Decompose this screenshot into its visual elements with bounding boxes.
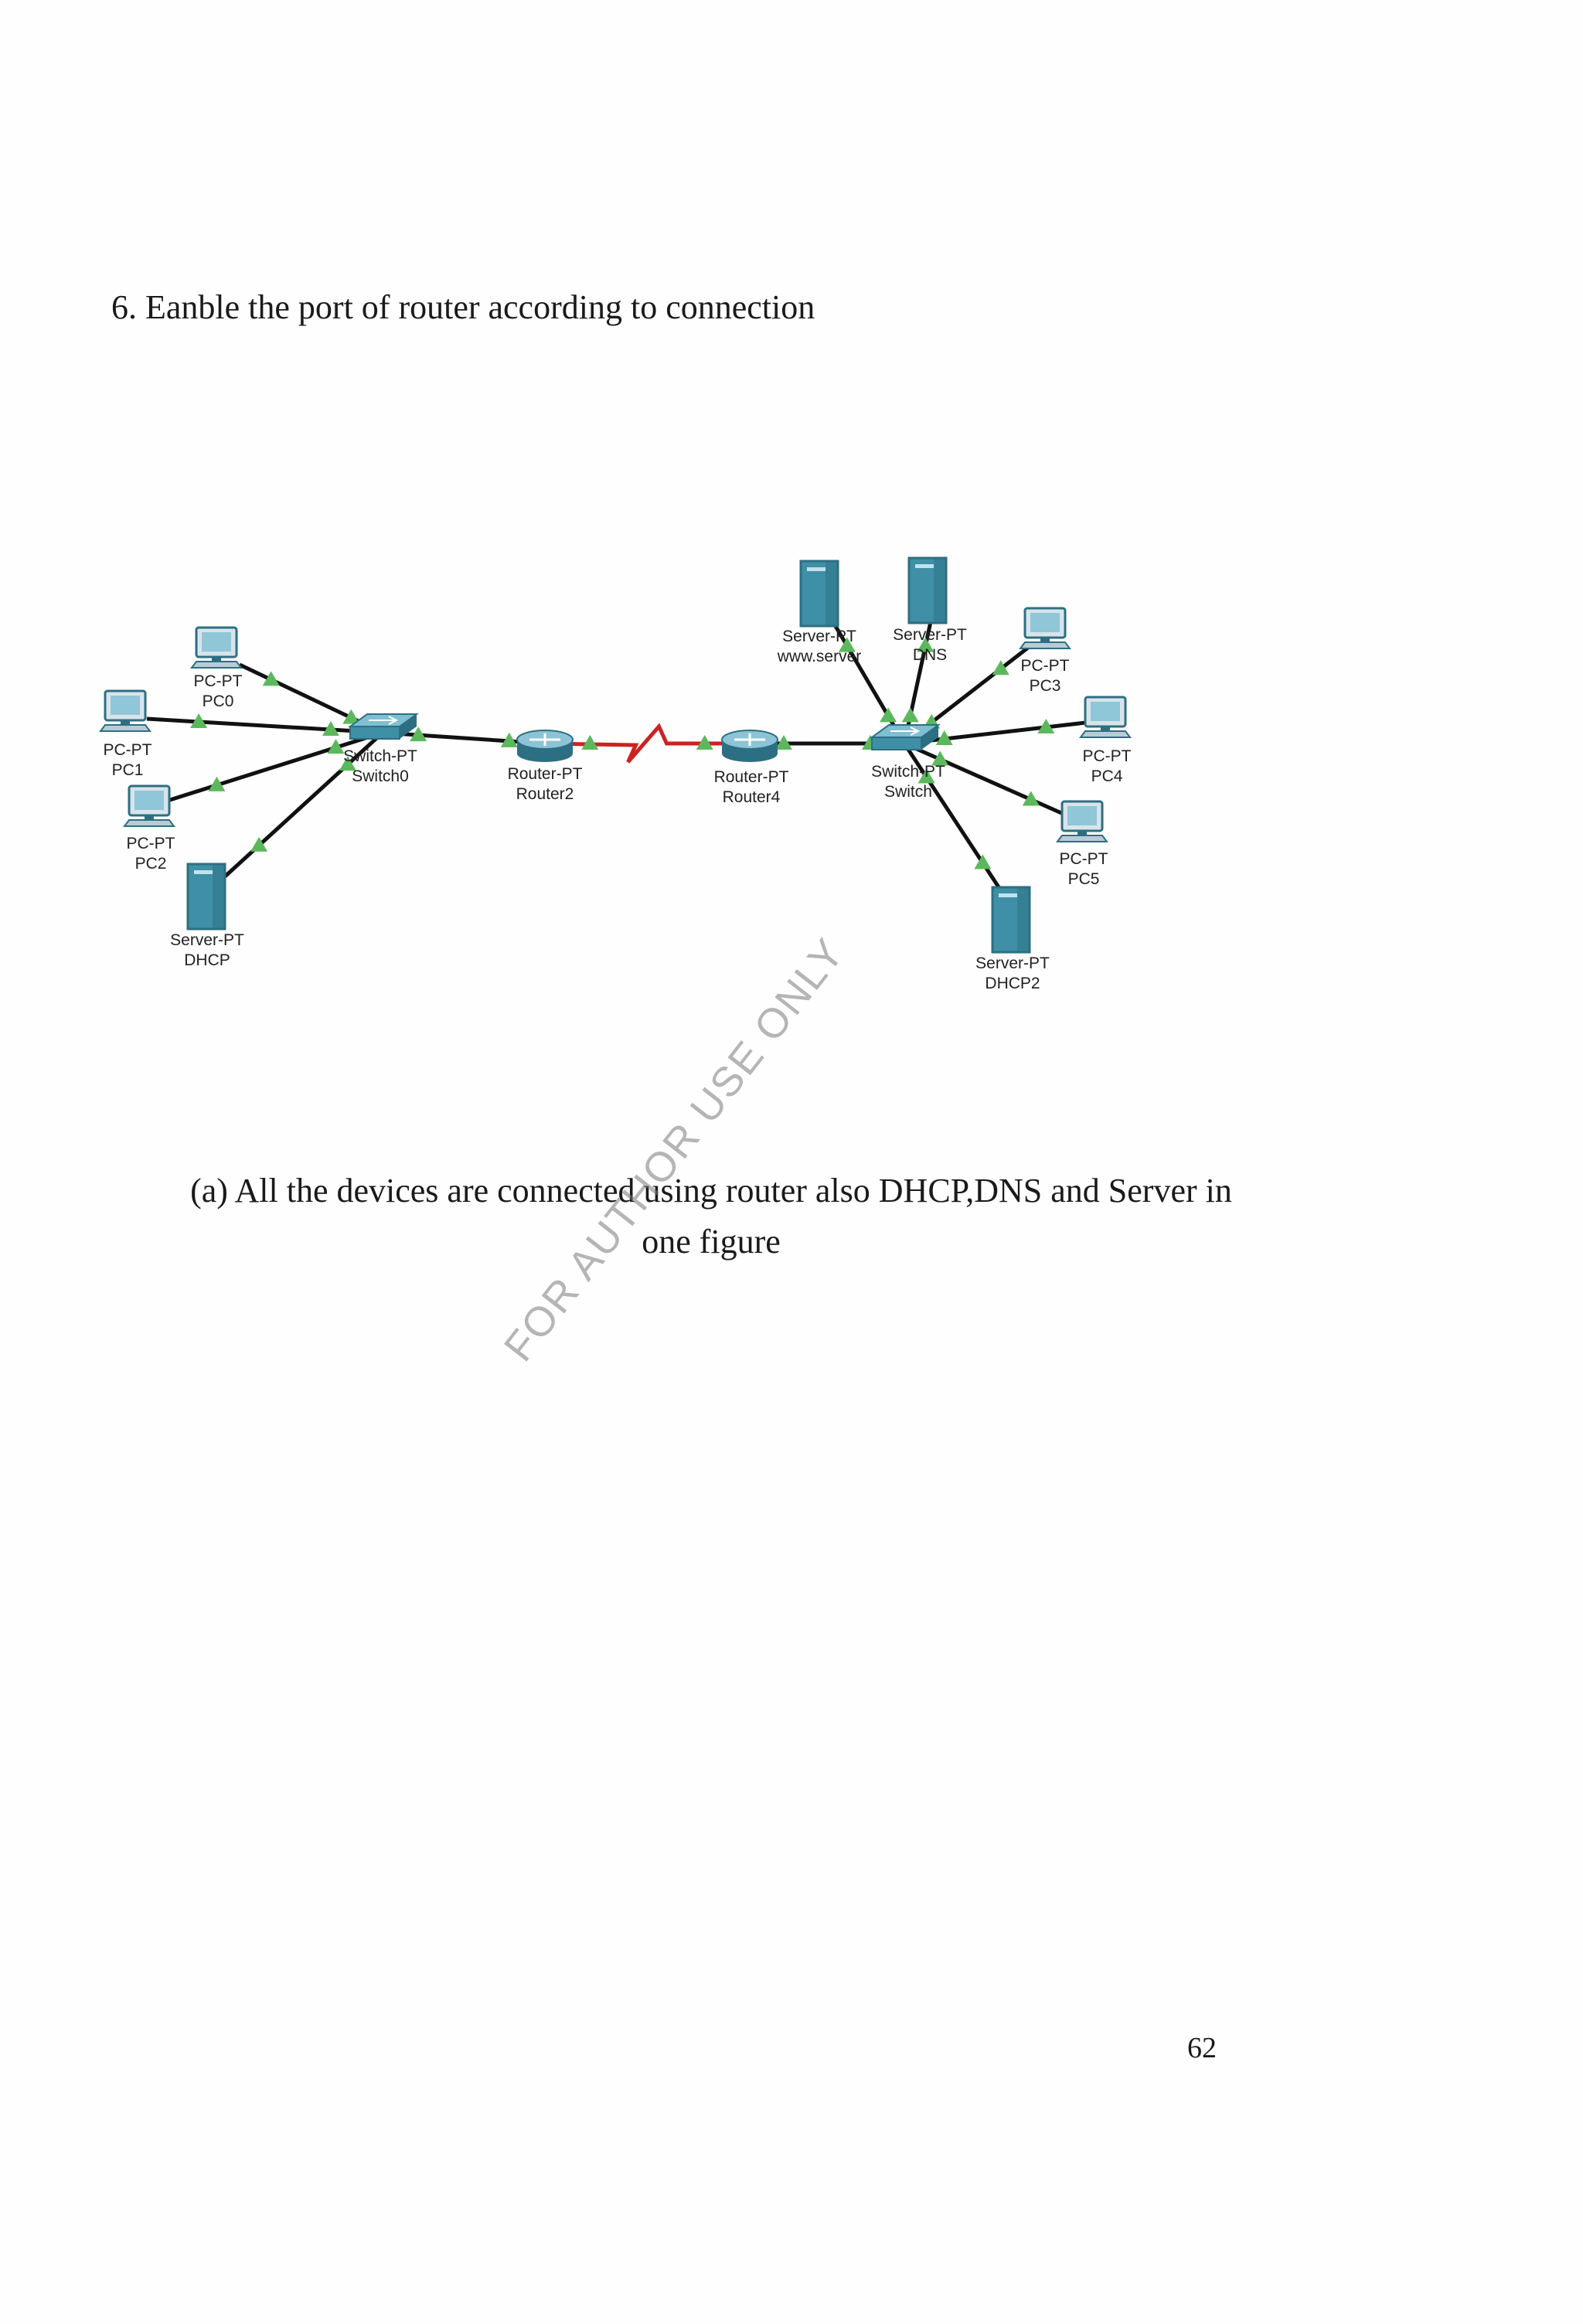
device-router2-name-label: Router2 [516,785,574,803]
device-pc2-name-label: PC2 [135,855,167,873]
page-number: 62 [1187,2032,1217,2064]
device-switch-name-label: Switch [884,783,932,801]
link-pc0-switch0-port-a [262,671,280,686]
link-dhcp2-switch [902,742,1007,898]
link-pc2-switch0-port-b [327,739,345,754]
device-switch0-model-label: Switch-PT [343,747,417,765]
link-pc3-switch-port-a [992,660,1009,675]
link-pc5-switch-port-a [1022,791,1040,806]
link-pc1-switch0-port-a [190,713,208,728]
link-pc1-switch0-port-b [322,721,339,737]
device-switch-model-label: Switch-PT [871,763,945,781]
device-pc0-model-label: PC-PT [194,672,243,690]
link-pc4-switch-port-b [935,730,953,746]
ports-layer [190,637,1055,869]
device-dhcp2-name-label: DHCP2 [985,975,1040,992]
device-dns-name-label: DNS [913,646,947,664]
device-router2: Router-PT Router2 [508,730,583,803]
device-switch0-name-label: Switch0 [352,767,409,785]
link-pc0-switch0-port-b [342,709,360,724]
router-icon [516,730,574,762]
device-dhcp: Server-PT DHCP [170,863,244,969]
server-icon [907,556,948,624]
device-pc5-model-label: PC-PT [1060,850,1108,868]
link-pc5-switch [903,741,1068,818]
server-icon [991,886,1031,954]
device-pc5-name-label: PC5 [1068,870,1100,888]
link-dhcp2-switch-port-b [917,768,935,784]
link-pc2-switch0-port-a [208,776,226,791]
switch-icon [869,724,941,750]
device-pc4-name-label: PC4 [1091,767,1123,785]
device-pc0: PC-PT PC0 [190,626,243,710]
device-switch: Switch-PT Switch [869,724,945,801]
router-icon [721,730,778,762]
link-dns-switch-port-a [917,637,934,652]
link-pc2-switch0 [169,730,383,802]
link-www-switch-port-b [880,707,897,723]
device-pc1-model-label: PC-PT [104,741,152,759]
figure-caption: (a) All the devices are connected using … [124,1165,1299,1267]
device-router2-model-label: Router-PT [508,765,583,783]
device-www-name-label: www.server [777,648,862,665]
link-dhcp-switch0-port-b [339,756,356,771]
device-pc3-model-label: PC-PT [1021,657,1070,675]
link-pc4-switch-port-a [1037,718,1055,733]
device-www-model-label: Server-PT [782,628,856,645]
link-dns-switch-port-b [901,707,919,723]
link-pc5-switch-port-b [931,750,949,766]
link-dhcp-switch0 [223,731,384,879]
device-dhcp-model-label: Server-PT [170,931,244,949]
device-router4: Router-PT Router4 [714,730,789,806]
link-pc1-switch0 [146,716,383,735]
section-heading: 6. Eanble the port of router according t… [111,288,815,326]
device-router4-model-label: Router-PT [714,768,789,786]
device-pc2: PC-PT PC2 [123,784,175,873]
link-switch0-router2-port-b [500,732,518,747]
device-pc4: PC-PT PC4 [1079,696,1132,785]
pc-icon [123,784,175,827]
pc-icon [99,689,151,732]
link-dhcp-switch0-port-a [250,836,268,852]
device-dhcp-name-label: DHCP [184,951,230,969]
device-switch0: Switch-PT Switch0 [343,713,420,785]
device-pc3-name-label: PC3 [1030,677,1061,695]
link-dhcp2-switch-port-a [974,854,992,869]
pc-icon [1019,607,1071,649]
device-pc0-name-label: PC0 [203,692,234,710]
pc-icon [190,626,243,669]
device-dhcp2: Server-PT DHCP2 [975,886,1050,992]
switch-icon [347,713,420,740]
link-www-switch-port-a [838,637,856,652]
device-router4-name-label: Router4 [723,788,781,806]
devices-layer: PC-PTPC0PC-PTPC1PC-PTPC2Server-PTDHCPSwi… [99,556,1132,992]
link-switch0-router2-port-a [410,726,427,742]
device-pc2-model-label: PC-PT [127,835,175,852]
server-icon [799,560,839,628]
link-dns-switch [902,618,934,744]
link-router2-router4 [544,723,750,764]
device-www: Server-PT www.server [777,560,862,665]
server-icon [186,863,226,931]
link-router2-router4-port-a [581,735,599,750]
caption-line-1: (a) All the devices are connected using … [190,1172,1232,1210]
device-pc1: PC-PT PC1 [99,689,152,779]
pc-icon [1079,696,1132,738]
pc-icon [1056,800,1108,842]
device-pc5: PC-PT PC5 [1056,800,1108,888]
link-router4-switch-port-a [775,735,792,750]
caption-line-2: one figure [642,1223,781,1261]
device-pc4-model-label: PC-PT [1083,747,1132,765]
device-pc3: PC-PT PC3 [1019,607,1071,695]
link-router2-router4-port-b [696,735,713,750]
device-dns: Server-PT DNS [893,556,967,664]
device-dhcp2-model-label: Server-PT [975,954,1050,972]
device-pc1-name-label: PC1 [112,761,144,779]
link-www-switch [829,617,907,745]
device-dns-model-label: Server-PT [893,626,967,644]
